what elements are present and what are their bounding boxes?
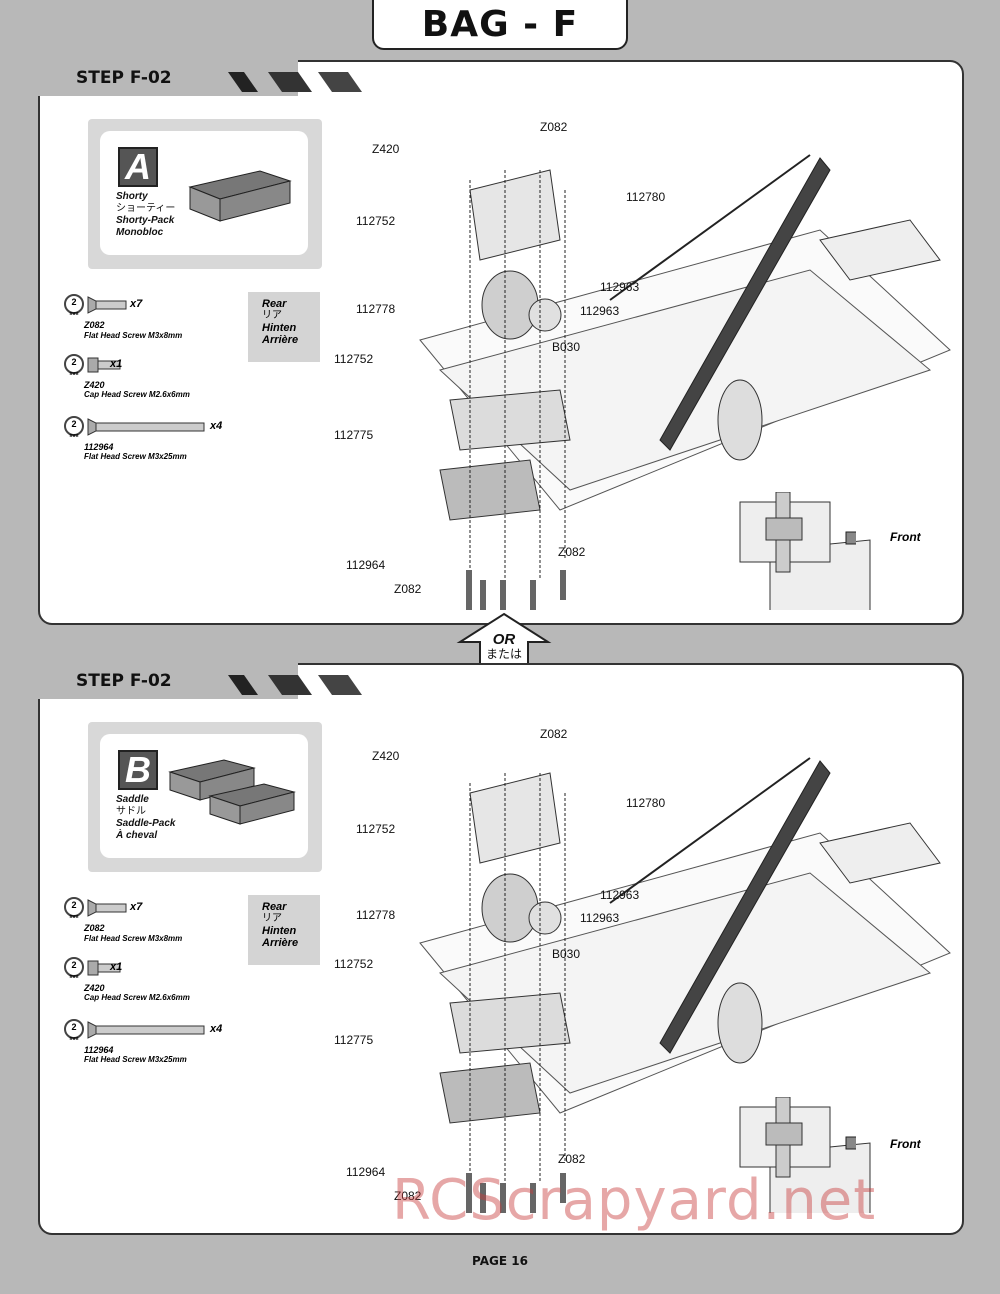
callout-112964: 112964: [346, 1165, 386, 1179]
callout-112963: 112963: [580, 911, 620, 925]
step-label: STEP F-02: [76, 68, 172, 88]
battery-type-text: Saddle サドル Saddle-Pack À cheval: [116, 794, 176, 841]
callout-z082: Z082: [540, 727, 568, 741]
callout-z082: Z082: [540, 120, 568, 134]
watermark-text: RCScrapyard.net: [392, 1168, 877, 1233]
cap-head-screw-icon: [87, 357, 121, 373]
front-label: Front: [890, 1137, 921, 1151]
flat-head-screw-icon: [87, 899, 127, 917]
callout-b030: B030: [552, 340, 581, 354]
callout-112775: 112775: [334, 428, 374, 442]
battery-option-letter: B: [118, 749, 158, 790]
step-panel-b: STEP F-02 B Saddle サドル Saddle-Pack À che…: [38, 663, 964, 1235]
cap-head-screw-icon: [87, 960, 121, 976]
callout-112752: 112752: [334, 957, 374, 971]
callout-z082: Z082: [558, 545, 586, 559]
orientation-label: Rear リア Hinten Arrière: [248, 292, 320, 362]
flat-head-screw-icon: [87, 296, 127, 314]
callout-112752: 112752: [356, 822, 396, 836]
step-header: STEP F-02: [38, 663, 362, 699]
callout-112752: 112752: [334, 352, 374, 366]
long-flat-head-screw-icon: [87, 1021, 205, 1039]
step-panel-a: STEP F-02 A Shorty ショーティー Shorty-Pack Mo…: [38, 60, 964, 625]
callout-112780: 112780: [626, 190, 666, 204]
step-label: STEP F-02: [76, 671, 172, 691]
header-stripes-icon: [228, 72, 362, 92]
battery-option-letter: A: [118, 146, 158, 187]
callout-112778: 112778: [356, 302, 396, 316]
front-orientation-inset: [739, 492, 856, 573]
long-flat-head-screw-icon: [87, 418, 205, 436]
shorty-battery-icon: [188, 170, 292, 222]
callout-112778: 112778: [356, 908, 396, 922]
battery-option-box: A Shorty ショーティー Shorty-Pack Monobloc: [88, 119, 322, 269]
front-orientation-inset: [739, 1097, 856, 1178]
battery-type-text: Shorty ショーティー Shorty-Pack Monobloc: [116, 191, 176, 238]
step-header: STEP F-02: [38, 60, 362, 96]
callout-z082: Z082: [394, 582, 422, 596]
saddle-battery-icon: [168, 759, 296, 825]
or-text-jp: または: [485, 647, 522, 661]
battery-option-box: B Saddle サドル Saddle-Pack À cheval: [88, 722, 322, 872]
or-text-en: OR: [492, 631, 516, 648]
front-label: Front: [890, 530, 921, 544]
callout-112775: 112775: [334, 1033, 374, 1047]
callout-112780: 112780: [626, 796, 666, 810]
callout-112963: 112963: [580, 304, 620, 318]
callout-112963: 112963: [600, 888, 640, 902]
callout-b030: B030: [552, 947, 581, 961]
callout-112752: 112752: [356, 214, 396, 228]
callout-z420: Z420: [372, 142, 400, 156]
page-title: BAG - F: [372, 0, 628, 50]
assembly-diagram: [419, 757, 951, 1213]
callout-z082: Z082: [558, 1152, 586, 1166]
callout-112964: 112964: [346, 558, 386, 572]
page-number: PAGE 16: [472, 1254, 528, 1268]
orientation-label: Rear リア Hinten Arrière: [248, 895, 320, 965]
header-stripes-icon: [228, 675, 362, 695]
assembly-diagram: [419, 154, 951, 610]
callout-z420: Z420: [372, 749, 400, 763]
callout-112963: 112963: [600, 280, 640, 294]
callout-z082: Z082: [394, 1189, 422, 1203]
